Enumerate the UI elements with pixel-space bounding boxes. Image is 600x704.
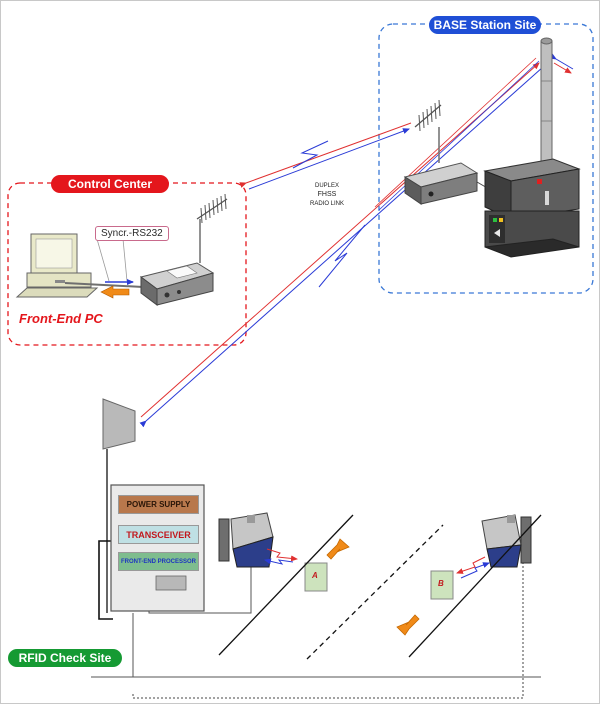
rfid-check-site-label: RFID Check Site [8,649,122,667]
control-center-frame [7,182,247,346]
base-station-equipment-rack [483,158,581,258]
direction-arrow-b [396,614,420,636]
rfid-reader-b [481,514,532,568]
radio-link-duplex-label: DUPLEX [314,183,339,189]
reader-b-signal [456,556,490,579]
reader-a-signal [264,548,298,565]
antenna-mast [540,37,553,166]
tag-b-label: B [438,579,444,588]
rfid-tag-a [304,562,328,592]
direction-arrow-a [326,538,350,560]
serial-cable [64,238,144,299]
serial-link-label: Syncr.-RS232 [95,226,169,241]
tag-a-label: A [312,571,318,580]
front-end-pc-label: Front-End PC [19,311,103,326]
mast-top-arrows [549,53,574,74]
base-yagi-antenna [414,99,442,163]
control-radio-modem [139,262,215,306]
radio-link-type-label: RADIO LINK [309,201,344,207]
front-end-processor-module: FRONT-END PROCESSOR [118,552,199,571]
control-center-label: Control Center [51,175,169,193]
road-lanes [91,514,542,678]
power-supply-module: POWER SUPPLY [118,495,199,514]
panel-antenna [102,398,136,613]
radio-link-base-to-rfid [139,62,544,428]
radio-link-control-to-base [239,122,412,190]
base-station-frame [378,23,594,294]
base-radio-modem [403,162,490,205]
front-end-pc-icon [15,233,99,298]
transceiver-module: TRANSCEIVER [118,525,199,544]
radio-link-fhss-label: FHSS [317,191,337,198]
rfid-reader-a [218,512,274,568]
base-station-label: BASE Station Site [429,16,541,34]
rfid-tag-b [430,570,454,600]
control-yagi-antenna [196,193,228,263]
